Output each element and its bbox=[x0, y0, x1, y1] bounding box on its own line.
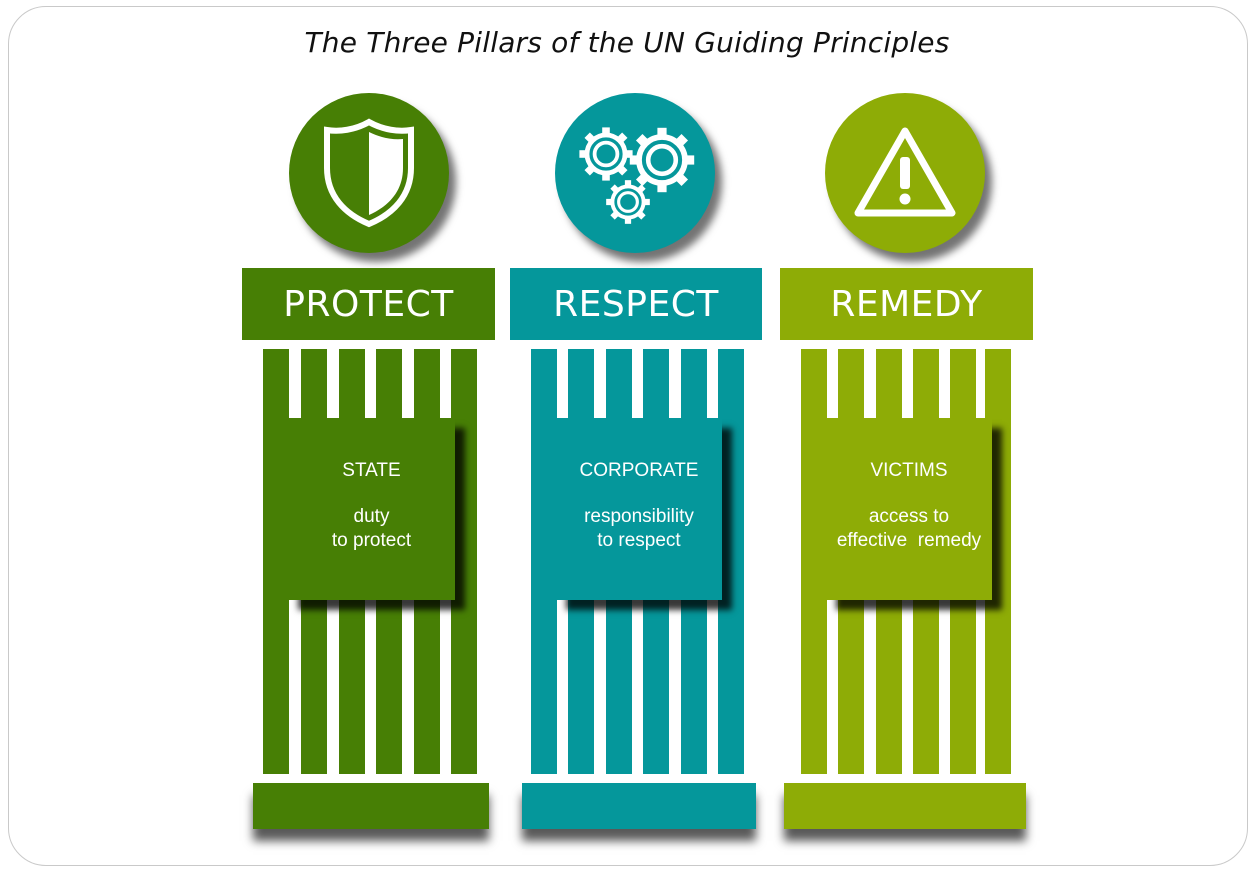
pillar-base bbox=[784, 783, 1026, 829]
column-stripe bbox=[801, 349, 827, 774]
pillar-header-respect: RESPECT bbox=[510, 268, 762, 340]
column-stripe bbox=[451, 349, 477, 774]
pillar-base bbox=[522, 783, 756, 829]
pillar-header-protect: PROTECT bbox=[242, 268, 495, 340]
pillar-base bbox=[253, 783, 489, 829]
column-stripe bbox=[531, 349, 557, 774]
column-stripe bbox=[718, 349, 744, 774]
pillar-label: STATE bbox=[342, 460, 401, 481]
gears-icon bbox=[555, 93, 715, 253]
pillar-description: responsibility to respect bbox=[584, 506, 694, 551]
warning-icon bbox=[825, 93, 985, 253]
pillar-description: duty to protect bbox=[331, 506, 412, 551]
pillar-panel-remedy: VICTIMS access to effective remedy bbox=[826, 418, 992, 600]
column-stripe bbox=[263, 349, 289, 774]
diagram-title: The Three Pillars of the UN Guiding Prin… bbox=[304, 26, 950, 59]
pillar-panel-protect: STATE duty to protect bbox=[288, 418, 455, 600]
pillar-label: VICTIMS bbox=[870, 460, 948, 481]
pillar-header-remedy: REMEDY bbox=[780, 268, 1033, 340]
pillar-label: CORPORATE bbox=[579, 460, 699, 481]
pillar-description: access to effective remedy bbox=[836, 506, 982, 551]
shield-icon bbox=[289, 93, 449, 253]
pillar-panel-respect: CORPORATE responsibility to respect bbox=[556, 418, 722, 600]
